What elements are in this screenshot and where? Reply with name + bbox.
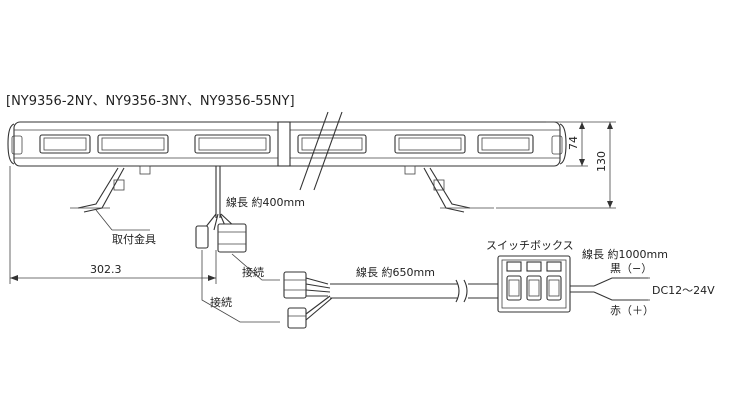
right-bracket — [423, 167, 494, 213]
connect-top-label: 接続 — [242, 265, 264, 279]
bracket-leader — [95, 209, 113, 231]
connector-large — [217, 223, 247, 253]
red-wire-label: 赤（＋） — [610, 304, 654, 317]
led-modules — [39, 134, 534, 154]
voltage-label: DC12〜24V — [652, 284, 715, 297]
cable-650-label: 線長 約650mm — [356, 265, 435, 279]
left-bracket — [70, 167, 125, 213]
switch-indicator-3 — [546, 261, 562, 272]
switch-2 — [526, 275, 542, 301]
connect-bottom-label: 接続 — [210, 295, 232, 309]
dim-width — [9, 166, 217, 284]
dim-width-label: 302.3 — [90, 263, 122, 276]
bracket-label: 取付金具 — [112, 232, 156, 246]
harness — [283, 271, 500, 329]
black-wire-label: 黒（−） — [610, 262, 652, 275]
connector-small — [195, 225, 209, 249]
switch-indicator-2 — [526, 261, 542, 272]
cable-400-label: 線長 約400mm — [226, 195, 305, 209]
dim-74-label: 74 — [567, 136, 580, 150]
harness-connector-bottom — [287, 307, 307, 329]
connect-bottom-leader — [201, 250, 280, 323]
cable-400 — [195, 166, 247, 253]
dim-130-label: 130 — [595, 151, 608, 172]
power-wires — [570, 277, 650, 301]
switch-box-label: スイッチボックス — [486, 239, 574, 252]
light-bar — [7, 111, 567, 191]
left-end-cap — [7, 123, 15, 165]
harness-connector-top — [283, 271, 307, 299]
switch-box-body — [497, 255, 571, 313]
switch-box — [497, 255, 571, 313]
center-joint — [277, 121, 291, 167]
dim-heights — [496, 121, 616, 209]
cable-1000-label: 線長 約1000mm — [582, 247, 668, 261]
connect-top-leader — [231, 253, 280, 281]
switch-1 — [506, 275, 522, 301]
right-end-cap — [559, 123, 567, 165]
title: [NY9356-2NY、NY9356-3NY、NY9356-55NY] — [6, 94, 295, 109]
switch-3 — [546, 275, 562, 301]
switch-indicator-1 — [506, 261, 522, 272]
